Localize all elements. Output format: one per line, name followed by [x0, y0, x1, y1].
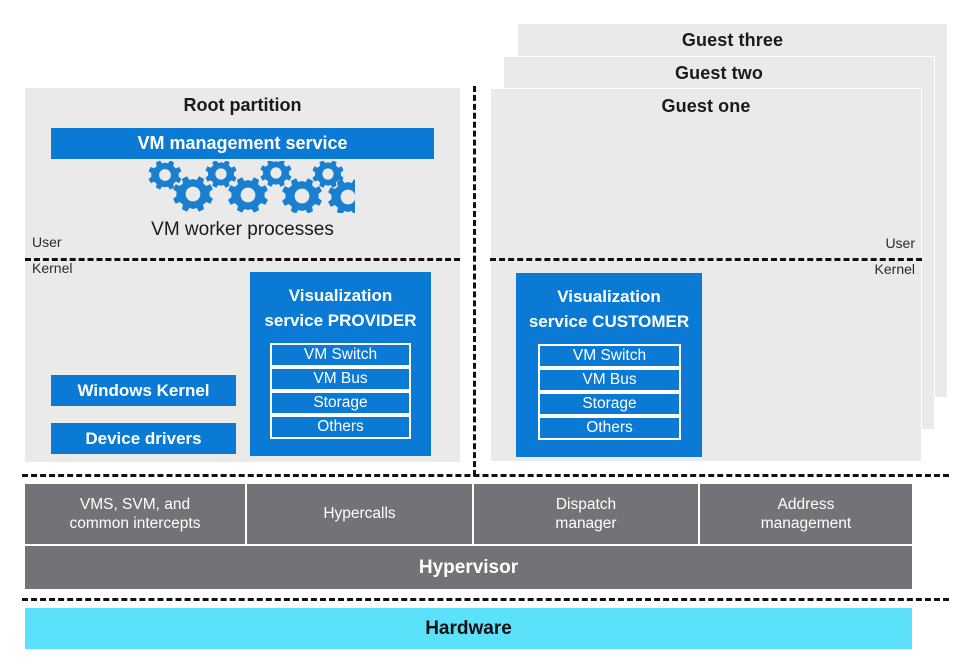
- viz-customer-title-line1: Visualization: [557, 287, 661, 306]
- gear-icon: [148, 160, 182, 190]
- viz-customer-item-others[interactable]: Others: [538, 416, 681, 440]
- vm-management-service-bar[interactable]: VM management service: [51, 128, 434, 159]
- hardware-bar[interactable]: Hardware: [25, 608, 912, 649]
- hypervisor-cell-hypercalls-label: Hypercalls: [323, 505, 396, 523]
- viz-provider-title-line1: Visualization: [288, 286, 393, 305]
- root-kernel-label: Kernel: [32, 260, 73, 276]
- root-partition-box: Root partition VM management service: [25, 88, 460, 462]
- virtualization-service-customer-box: Visualization service CUSTOMER VM Switch…: [516, 273, 702, 457]
- hypervisor-cell-dispatch-line1: Dispatch: [555, 495, 617, 513]
- viz-provider-item-storage[interactable]: Storage: [270, 391, 411, 415]
- gear-icon: [312, 160, 344, 188]
- vm-worker-gears: [135, 159, 368, 215]
- gear-icon: [282, 178, 322, 214]
- guest-two-label: Guest two: [675, 63, 763, 83]
- hypervisor-cell-vms-svm-line1: VMS, SVM, and: [79, 495, 191, 513]
- viz-customer-item-vm-bus[interactable]: VM Bus: [538, 368, 681, 392]
- hypervisor-cell-address-line2: management: [760, 515, 852, 532]
- root-user-label: User: [32, 234, 62, 250]
- guest-kernel-label: Kernel: [874, 261, 915, 277]
- windows-kernel-bar[interactable]: Windows Kernel: [51, 375, 236, 406]
- vm-worker-processes-label: VM worker processes: [151, 219, 334, 240]
- hypervisor-cell-hypercalls[interactable]: Hypercalls: [247, 484, 474, 544]
- gear-icon: [205, 160, 237, 188]
- hypervisor-cell-dispatch-manager[interactable]: Dispatch manager: [474, 484, 700, 544]
- partition-separator-divider: [473, 86, 476, 476]
- hypervisor-band[interactable]: Hypervisor: [25, 546, 912, 589]
- viz-provider-item-vm-switch[interactable]: VM Switch: [270, 343, 411, 367]
- viz-customer-item-vm-switch[interactable]: VM Switch: [538, 344, 681, 368]
- gear-icon: [228, 177, 268, 213]
- viz-customer-title-line2: service CUSTOMER: [528, 311, 690, 331]
- viz-provider-item-others[interactable]: Others: [270, 415, 411, 439]
- root-partition-label: Root partition: [183, 95, 302, 115]
- root-user-kernel-divider: [25, 258, 460, 261]
- hypervisor-hardware-divider: [22, 598, 949, 601]
- hypervisor-cell-vms-svm-line2: common intercepts: [69, 515, 201, 532]
- hypervisor-cell-address-line1: Address: [777, 495, 835, 513]
- virtualization-service-provider-box: Visualization service PROVIDER VM Switch…: [250, 272, 431, 456]
- gear-icon: [260, 159, 292, 187]
- viz-provider-title-line2: service PROVIDER: [264, 310, 417, 330]
- device-drivers-bar[interactable]: Device drivers: [51, 423, 236, 454]
- viz-customer-item-storage[interactable]: Storage: [538, 392, 681, 416]
- hypervisor-cell-vms-svm[interactable]: VMS, SVM, and common intercepts: [25, 484, 247, 544]
- guest-three-label: Guest three: [681, 30, 784, 50]
- hypervisor-cell-dispatch-line2: manager: [555, 515, 617, 532]
- partitions-hypervisor-divider: [22, 474, 949, 477]
- guest-one-label: Guest one: [661, 96, 751, 116]
- virtualization-service-provider-title: Visualization service PROVIDER: [254, 284, 427, 333]
- hypervisor-cells-row: VMS, SVM, and common intercepts Hypercal…: [25, 484, 912, 544]
- viz-provider-item-vm-bus[interactable]: VM Bus: [270, 367, 411, 391]
- guest-user-kernel-divider: [490, 258, 922, 261]
- hypervisor-cell-address-management[interactable]: Address management: [700, 484, 912, 544]
- virtualization-service-customer-title: Visualization service CUSTOMER: [520, 285, 698, 334]
- guest-user-label: User: [885, 235, 915, 251]
- guest-one-box: Guest one User Kernel Visualization serv…: [490, 88, 922, 462]
- gear-icon: [173, 176, 213, 212]
